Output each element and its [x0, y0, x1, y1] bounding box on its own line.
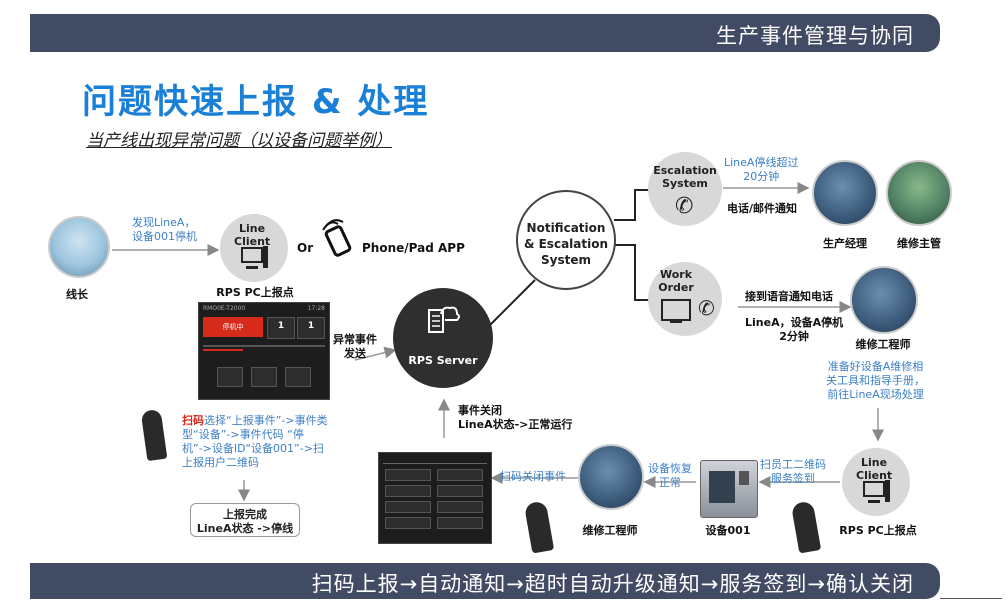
status-block: 停机中 [203, 317, 263, 337]
escalation-notify-label: 电话/邮件通知 [727, 202, 798, 215]
maintenance-supervisor-caption: 维修主管 [897, 237, 941, 250]
scan-instructions: 扫码选择“上报事件”->事件类 型“设备”->事件代码 “停 机”->设备ID“… [182, 414, 328, 469]
line-client-bottom-caption: RPS PC上报点 [839, 524, 917, 537]
qr-tile-3 [285, 367, 311, 387]
device-caption: 设备001 [705, 524, 751, 537]
report-done-box: 上报完成 LineA状态 ->停线 [190, 503, 300, 537]
work-order-node: Work Order ✆ [648, 262, 722, 336]
pc-icon-bottom [863, 480, 890, 503]
list-row-4 [437, 485, 483, 497]
qr-tile-2 [251, 367, 277, 387]
list-row-2 [437, 469, 483, 481]
maintenance-engineer-photo-top [850, 266, 918, 334]
line-notification-to-escalation [614, 189, 650, 221]
list-row-8 [437, 517, 483, 529]
scan-highlight: 扫码 [182, 414, 204, 427]
rps-server-label: RPS Server [408, 354, 478, 367]
line-lead-caption: 线长 [66, 288, 88, 301]
footer-divider [940, 598, 1002, 599]
notification-system-node: Notification & Escalation System [516, 190, 616, 290]
dashboard-screen-bottom [378, 452, 492, 544]
line-client-top-caption: RPS PC上报点 [216, 286, 294, 299]
footer-text: 扫码上报→自动通知→超时自动升级通知→服务签到→确认关闭 [311, 572, 914, 596]
maintenance-engineer-caption-bottom: 维修工程师 [582, 524, 638, 537]
line-server-to-notification [489, 279, 536, 326]
server-cloud-icon [428, 306, 460, 333]
device-machine-icon [700, 460, 758, 518]
voice-notify-label: 接到语音通知电话 [745, 290, 833, 303]
count-block-1: 1 [267, 317, 295, 339]
escalation-message: LineA停线超过 20分钟 [724, 156, 799, 183]
monitor-icon [661, 299, 691, 323]
voice-message: LineA，设备A停机 2分钟 [745, 316, 844, 343]
maintenance-supervisor-photo [886, 160, 952, 226]
count-block-2: 1 [297, 317, 325, 339]
phone-icon-work-order: ✆ [698, 296, 715, 320]
pc-icon [241, 246, 268, 269]
header-title: 生产事件管理与协同 [716, 24, 914, 48]
arrow-screen-to-server [354, 346, 397, 361]
anomaly-send-label: 异常事件 发送 [333, 333, 377, 360]
sign-in-message: 扫员工二维码 服务签到 [760, 458, 826, 485]
app-label: Phone/Pad APP [362, 241, 465, 255]
phone-app-icon [322, 219, 352, 257]
scan-close-message: 扫码关闭事件 [500, 470, 566, 483]
maintenance-engineer-caption-top: 维修工程师 [855, 338, 911, 351]
maintenance-engineer-photo-bottom [578, 444, 644, 510]
page-subtitle: 当产线出现异常问题（以设备问题举例） [86, 131, 392, 151]
rps-server-node: RPS Server [393, 288, 493, 388]
list-row-7 [385, 517, 431, 529]
header-banner: 生产事件管理与协同 [30, 14, 940, 52]
screen-header-right: 17:28 [307, 305, 325, 312]
list-row-5 [385, 501, 431, 513]
qr-tile-1 [217, 367, 243, 387]
line-lead-photo [48, 216, 110, 278]
production-manager-photo [812, 160, 878, 226]
preparation-message: 准备好设备A维修相 关工具和指导手册， 前往LineA现场处理 [826, 360, 925, 401]
line-notification-to-workorder [614, 244, 650, 301]
event-closed-label: 事件关闭 LineA状态->正常运行 [458, 404, 573, 431]
production-manager-caption: 生产经理 [823, 237, 867, 250]
line-client-top-node: Line Client [220, 214, 288, 282]
list-row-3 [385, 485, 431, 497]
report-message: 发现LineA， 设备001停机 [132, 216, 197, 243]
or-label: Or [297, 241, 314, 255]
recovery-message: 设备恢复 正常 [648, 462, 692, 489]
escalation-system-node: Escalation System ✆ [648, 152, 722, 226]
dashboard-screen-top: RMO0E-T2000 17:28 停机中 1 1 [198, 302, 330, 400]
line-client-bottom-node: Line Client [842, 448, 910, 516]
list-row-6 [437, 501, 483, 513]
footer-banner: 扫码上报→自动通知→超时自动升级通知→服务签到→确认关闭 [30, 563, 940, 599]
list-row-1 [385, 469, 431, 481]
page-title: 问题快速上报 & 处理 [82, 82, 430, 122]
phone-icon: ✆ [675, 194, 694, 219]
screen-header-left: RMO0E-T2000 [203, 305, 246, 312]
